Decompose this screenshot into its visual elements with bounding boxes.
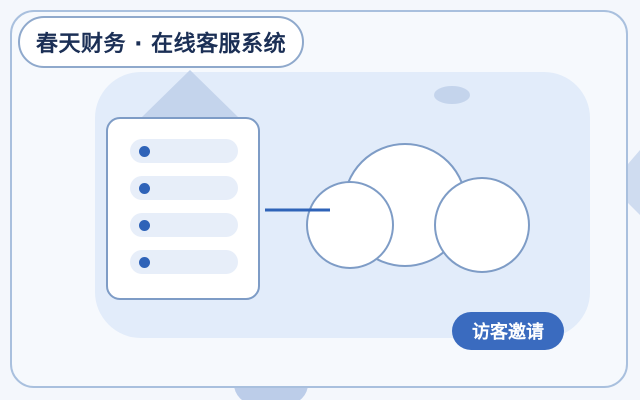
bullet-dot-icon [139, 146, 150, 157]
deco-triangle [142, 70, 238, 117]
list-item [130, 176, 238, 200]
list-item [130, 250, 238, 274]
page-title: 春天财务 · 在线客服系统 [36, 32, 287, 57]
bullet-dot-icon [139, 257, 150, 268]
bullet-dot-icon [139, 220, 150, 231]
title-badge: 春天财务 · 在线客服系统 [18, 16, 305, 68]
bullet-dot-icon [139, 183, 150, 194]
deco-ellipse-top [434, 86, 470, 104]
list-item [130, 139, 238, 163]
cloud-icon [306, 143, 530, 273]
list-item [130, 213, 238, 237]
invite-visitor-button[interactable]: 访客邀请 [452, 312, 564, 350]
document-list-icon [106, 117, 260, 300]
